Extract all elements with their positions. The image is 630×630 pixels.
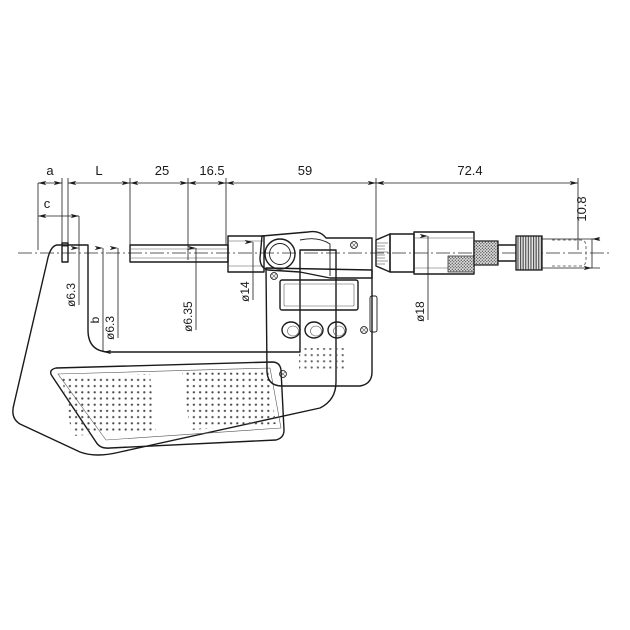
micrometer-frame [12,244,337,456]
diameter-6-3-spindle: ø6.3 [103,245,119,340]
digital-display-unit [259,230,378,387]
housing-screws [270,241,368,378]
dimension-c: c [37,196,80,250]
dimension-16-5: 16.5 [187,163,227,186]
spindle-collar [227,235,265,273]
dimension-b-label: b [88,316,102,323]
dimension-c-label: c [44,196,51,211]
dimension-72-4-label: 72.4 [457,163,482,178]
lcd-screen [279,279,359,311]
diameter-6-3-anvil: ø6.3 [64,245,80,307]
dimension-72-4: 72.4 [375,163,579,186]
ratchet-cap [515,235,543,271]
dimension-a: a [37,163,63,186]
diameter-6-35-label: ø6.35 [181,301,195,332]
dimension-L-label: L [95,163,102,178]
dimension-59: 59 [225,163,377,186]
ratchet-stop [473,235,543,271]
horizontal-dimension-chain: a L 25 16.5 59 72.4 [37,163,579,262]
diameter-14: ø14 [238,239,254,302]
thimble [389,231,475,275]
button-origin[interactable] [281,321,301,339]
dimension-L: L [67,163,131,186]
pad-dot-texture-left [62,374,156,436]
ratchet-knurl [473,240,499,266]
data-output-port [369,295,378,333]
diameter-18: ø18 [413,233,429,322]
anvil [61,242,69,263]
speaker-grille [299,348,347,370]
graduation-marks [377,242,388,265]
diameter-6-35: ø6.35 [181,245,197,332]
spindle [129,244,229,263]
dimension-10-8: 10.8 [540,196,601,271]
button-hold[interactable] [327,321,347,339]
dimension-b: b [88,245,112,355]
diameter-6-3-anvil-label: ø6.3 [64,283,78,307]
diameter-14-label: ø14 [238,281,252,302]
dimension-59-label: 59 [298,163,312,178]
diameter-dimensions: ø6.3 b ø6.3 ø6.35 ø14 ø18 [64,233,429,355]
dimension-10-8-label: 10.8 [574,196,589,221]
thimble-knurl-patch [447,255,475,273]
ratchet-extended-phantom [552,239,587,267]
dimension-16-5-label: 16.5 [199,163,224,178]
dimension-a-label: a [46,163,54,178]
button-zero[interactable] [304,321,324,339]
pad-dot-texture-right [182,370,276,430]
diameter-6-3-spindle-label: ø6.3 [103,316,117,340]
heat-insulating-pads [49,361,285,449]
dimension-25: 25 [129,163,189,186]
diameter-18-label: ø18 [413,301,427,322]
dimension-25-label: 25 [155,163,169,178]
